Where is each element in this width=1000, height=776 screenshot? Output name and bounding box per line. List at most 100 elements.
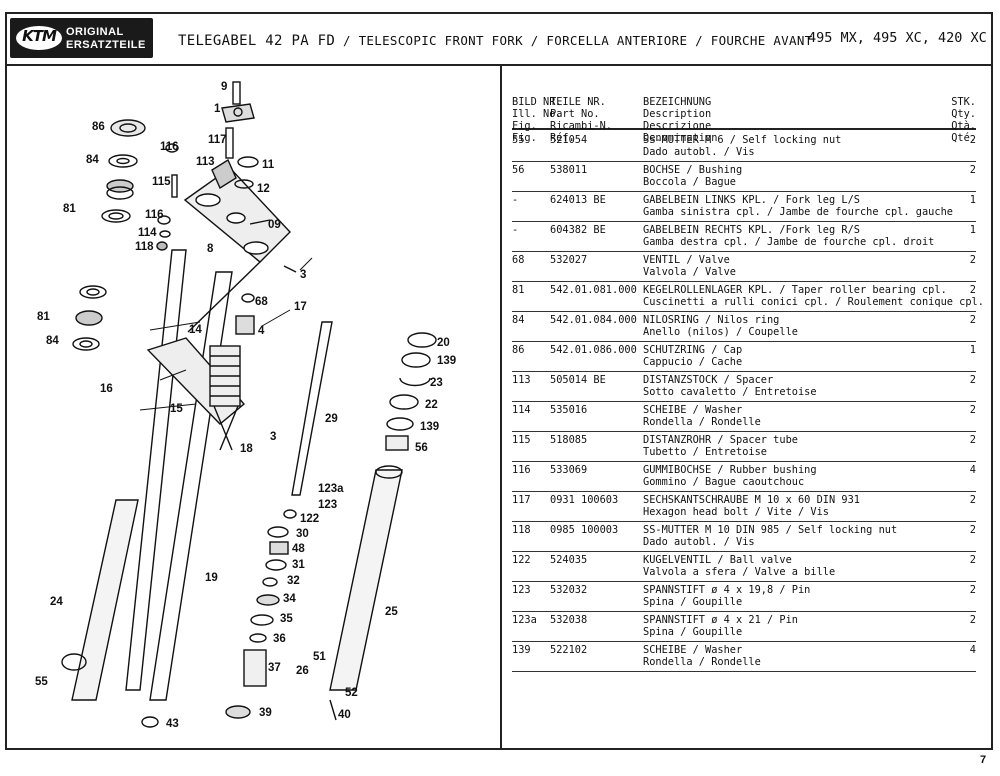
part-number: 624013 BE bbox=[550, 194, 606, 206]
description-line-2: Cappucio / Cache bbox=[643, 356, 743, 368]
part-number: 532032 bbox=[550, 584, 588, 596]
callout-label: 19 bbox=[205, 572, 218, 584]
description-line-2: Cuscinetti a rulli conici cpl. / Rouleme… bbox=[643, 296, 984, 308]
logo-brand: KTM bbox=[22, 27, 57, 45]
quantity: 2 bbox=[969, 524, 976, 536]
callout-label: 139 bbox=[420, 421, 439, 433]
table-header: BILD NR.Ill. No.Fig.Fig. TEILE NR.Part N… bbox=[512, 72, 976, 144]
ill-number: 139 bbox=[512, 644, 531, 656]
part-number: 532027 bbox=[550, 254, 588, 266]
quantity: 2 bbox=[969, 284, 976, 296]
description-line-2: Valvola a sfera / Valve a bille bbox=[643, 566, 836, 578]
ill-number: - bbox=[512, 194, 519, 206]
callout-label: 1 bbox=[214, 103, 221, 115]
description-line-1: SCHEIBE / Washer bbox=[643, 404, 743, 416]
logo-oval bbox=[16, 26, 62, 50]
callout-label: 11 bbox=[262, 159, 275, 171]
callout-label: 3 bbox=[300, 269, 306, 281]
callout-label: 34 bbox=[283, 593, 296, 605]
quantity: 2 bbox=[969, 254, 976, 266]
callout-label: 123 bbox=[318, 499, 337, 511]
header-ill-no: BILD NR.Ill. No.Fig.Fig. bbox=[512, 96, 562, 144]
description-line-1: KUGELVENTIL / Ball valve bbox=[643, 554, 792, 566]
callout-label: 86 bbox=[92, 121, 105, 133]
part-number: 538011 bbox=[550, 164, 588, 176]
page-title: TELEGABEL 42 PA FD / TELESCOPIC FRONT FO… bbox=[178, 33, 813, 49]
quantity: 2 bbox=[969, 434, 976, 446]
callout-label: 81 bbox=[37, 311, 50, 323]
callout-label: 22 bbox=[425, 399, 438, 411]
parts-table: BILD NR.Ill. No.Fig.Fig. TEILE NR.Part N… bbox=[512, 72, 984, 672]
callout-label: 14 bbox=[189, 324, 202, 336]
callout-label: 40 bbox=[338, 709, 351, 721]
description-line-2: Rondella / Rondelle bbox=[643, 656, 761, 668]
description-line-1: VENTIL / Valve bbox=[643, 254, 730, 266]
callout-label: 32 bbox=[287, 575, 300, 587]
callout-label: 18 bbox=[240, 443, 253, 455]
description-line-2: Sotto cavaletto / Entretoise bbox=[643, 386, 817, 398]
part-number: 542.01.081.000 bbox=[550, 284, 637, 296]
callout-label: 56 bbox=[415, 442, 428, 454]
callout-label: 116 bbox=[160, 141, 179, 153]
callout-label: 51 bbox=[313, 651, 326, 663]
quantity: 1 bbox=[969, 194, 976, 206]
callout-label: 115 bbox=[152, 176, 171, 188]
description-line-1: DISTANZSTOCK / Spacer bbox=[643, 374, 774, 386]
callout-label: 4 bbox=[258, 325, 265, 337]
part-number: 521054 bbox=[550, 134, 588, 146]
callout-label: 116 bbox=[145, 209, 164, 221]
quantity: 2 bbox=[969, 494, 976, 506]
callout-label: 8 bbox=[207, 243, 214, 255]
part-number: 524035 bbox=[550, 554, 588, 566]
logo-line-1: ORIGINAL bbox=[66, 26, 124, 38]
part-number: 535016 bbox=[550, 404, 588, 416]
part-number: 0931 100603 bbox=[550, 494, 619, 506]
description-line-2: Spina / Goupille bbox=[643, 596, 743, 608]
part-number: 542.01.084.000 bbox=[550, 314, 637, 326]
description-line-1: KEGELROLLENLAGER KPL. / Taper roller bea… bbox=[643, 284, 947, 296]
quantity: 1 bbox=[969, 224, 976, 236]
description-line-1: SCHUTZRING / Cap bbox=[643, 344, 743, 356]
description-line-2: Dado autobl. / Vis bbox=[643, 536, 755, 548]
ill-number: 84 bbox=[512, 314, 525, 326]
quantity: 2 bbox=[969, 614, 976, 626]
callout-label: 29 bbox=[325, 413, 338, 425]
description-line-1: GUMMIBOCHSE / Rubber bushing bbox=[643, 464, 817, 476]
part-number: 533069 bbox=[550, 464, 588, 476]
ill-number: 123 bbox=[512, 584, 531, 596]
callout-label: 55 bbox=[35, 676, 48, 688]
callout-label: 48 bbox=[292, 543, 305, 555]
callout-label: 16 bbox=[100, 383, 113, 395]
header-qty: STK.Qty.Qtà.Qté. bbox=[951, 96, 976, 144]
description-line-2: Boccola / Bague bbox=[643, 176, 736, 188]
description-line-2: Tubetto / Entretoise bbox=[643, 446, 767, 458]
callout-label: 36 bbox=[273, 633, 286, 645]
description-line-1: SS-MUTTER M 6 / Self locking nut bbox=[643, 134, 842, 146]
callout-label: 114 bbox=[138, 227, 157, 239]
callout-label: 139 bbox=[437, 355, 456, 367]
part-number: 522102 bbox=[550, 644, 588, 656]
description-line-1: SS-MUTTER M 10 DIN 985 / Self locking nu… bbox=[643, 524, 898, 536]
description-line-1: SECHSKANTSCHRAUBE M 10 x 60 DIN 931 bbox=[643, 494, 860, 506]
callout-label: 84 bbox=[46, 335, 59, 347]
callout-label: 9 bbox=[221, 81, 227, 93]
callout-label: 122 bbox=[300, 513, 319, 525]
ill-number: 86 bbox=[512, 344, 525, 356]
ill-number: 115 bbox=[512, 434, 531, 446]
callout-label: 117 bbox=[208, 134, 227, 146]
quantity: 2 bbox=[969, 584, 976, 596]
ill-number: 68 bbox=[512, 254, 525, 266]
page-header bbox=[5, 12, 993, 66]
